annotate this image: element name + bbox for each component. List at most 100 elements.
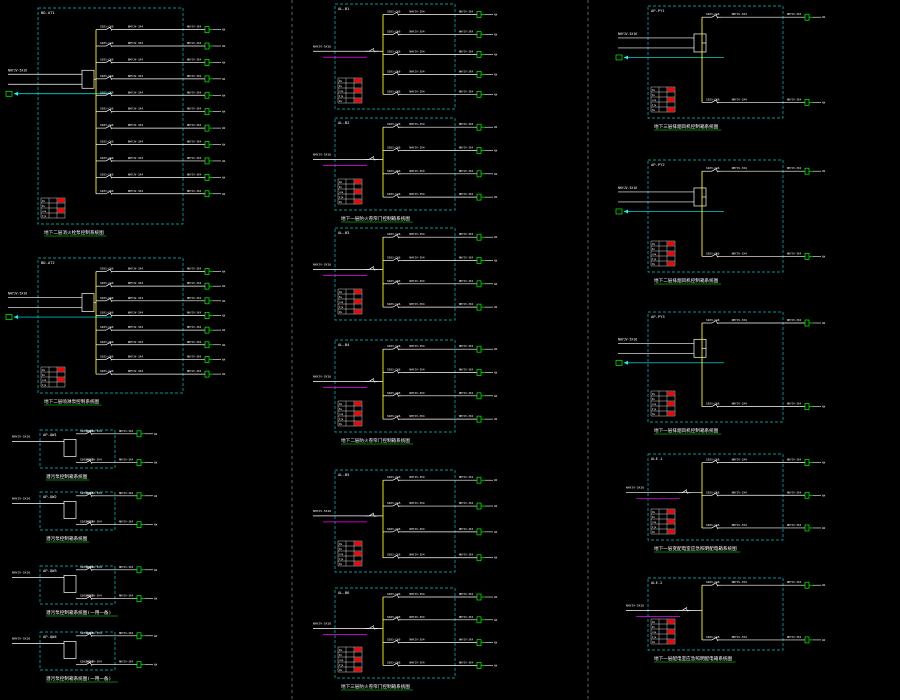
outgoing-cable-label: NHYJV-3X4 — [459, 89, 473, 93]
feeder-cable-label: NHYJV-3X4 — [128, 123, 143, 127]
load-table-highlight — [667, 241, 675, 246]
load-table-highlight — [354, 289, 362, 294]
panel-caption: 地下二层喷淋泵控制系统图 — [44, 398, 100, 405]
feeder-breaker — [396, 258, 400, 262]
panel-source-label: AP-PY3 — [651, 314, 665, 319]
feeder-cable-label: NHYJV-3X4 — [409, 302, 424, 306]
control-module — [63, 575, 77, 593]
outgoing-cable-label: NHYJV-3X4 — [187, 354, 201, 358]
feeder-breaker-label: S203-C16 — [100, 369, 114, 373]
feeder-breaker — [89, 633, 93, 637]
load-table-cell: Pe — [339, 201, 342, 204]
feeder-cable-label: NHYJV-3X4 — [732, 490, 747, 494]
outgoing-cable-label: NHYJV-3X4 — [787, 166, 801, 170]
feeder-breaker — [89, 522, 93, 526]
load-table-highlight — [354, 401, 362, 406]
load-table-highlight — [57, 208, 65, 213]
outgoing-cable-label: NHYJV-3X4 — [187, 310, 201, 314]
panel-caption: 地下二层防火卷帘门控制箱系统图 — [341, 437, 410, 444]
outgoing-cable-label: NHYJV-3X4 — [119, 520, 133, 524]
feeder-cable-label: NHYJV-3X4 — [409, 615, 424, 619]
breaker-contact — [105, 91, 112, 96]
feeder-cable-label: NHYJV-3X4 — [409, 344, 424, 348]
feeder-breaker-label: S203-C16 — [100, 340, 114, 344]
breaker-contact — [392, 303, 399, 308]
outgoing-cable-label: NHYJV-3X4 — [187, 296, 201, 300]
outgoing-cable-label: NHYJV-3X4 — [459, 169, 473, 173]
load-kw-label: kW — [494, 371, 498, 375]
breaker-contact — [392, 528, 399, 533]
panel-enclosure — [334, 469, 456, 573]
breaker-contact — [85, 521, 92, 525]
feeder-breaker-label: S203-C16 — [387, 29, 401, 33]
load-kw-label: kW — [154, 494, 158, 498]
breaker-contact — [85, 566, 92, 571]
load-kw-label: kW — [154, 461, 158, 465]
feeder-cable-label: NHYJV-3X4 — [409, 192, 424, 196]
load-kw-label: kW — [222, 175, 226, 179]
outgoing-cable-label: NHYJV-3X4 — [119, 660, 133, 664]
panel-enclosure — [39, 631, 116, 671]
feeder-cable-label: NHYJV-3X4 — [128, 57, 143, 61]
load-table-cell: Kx — [339, 548, 342, 551]
load-table-cell: cos — [42, 379, 47, 382]
outgoing-cable-label: NHYJV-3X4 — [459, 615, 473, 619]
panel-enclosure — [334, 587, 456, 679]
load-table-cell: cos — [652, 631, 657, 634]
load-table-highlight — [667, 619, 675, 624]
outgoing-cable-label: NHYJV-3X4 — [459, 368, 473, 372]
feeder-breaker — [396, 92, 400, 96]
feeder-breaker-label: S203-C16 — [80, 565, 94, 569]
feeder-cable-label: NHYJV-3X4 — [128, 172, 143, 176]
load-table-highlight — [354, 309, 362, 314]
load-table-highlight — [354, 421, 362, 426]
outgoing-cable-label: NHYJV-3X4 — [187, 74, 201, 78]
load-table-cell: Kx — [652, 516, 655, 519]
main-breaker — [372, 267, 376, 271]
outgoing-cable-label: NHYJV-3X4 — [459, 10, 473, 14]
outgoing-cable-label: NHYJV-3X4 — [459, 256, 473, 260]
feeder-cable-label: NHYJV-3X4 — [409, 368, 424, 372]
feeder-breaker — [396, 304, 400, 309]
feeder-breaker-label: S203-C16 — [387, 146, 401, 150]
outgoing-cable-label: NHYJV-3X4 — [459, 192, 473, 196]
fire-signal-terminal — [5, 314, 13, 320]
load-table-highlight — [354, 199, 362, 204]
feeder-cable-label: NHYJV-3X4 — [732, 12, 747, 16]
feeder-cable-label: NHYJV-3X4 — [409, 501, 424, 505]
signal-arrow — [624, 209, 628, 214]
feeder-breaker-label: S203-C16 — [100, 296, 114, 300]
feeder-breaker — [89, 431, 93, 435]
feeder-cable-label: NHYJV-3X4 — [87, 520, 102, 524]
outgoing-cable-label: NHYJV-3X4 — [119, 565, 133, 569]
load-table-highlight — [667, 411, 675, 416]
panel-enclosure — [334, 339, 456, 433]
outgoing-cable-label: NHYJV-3X4 — [787, 97, 801, 101]
breaker-contact — [711, 13, 718, 18]
feeder-cable-label: NHYJV-3X4 — [409, 169, 424, 173]
load-table-cell: Kx — [652, 248, 655, 251]
feeder-cable-label: NHYJV-3X4 — [128, 74, 143, 78]
load-kw-label: kW — [154, 597, 158, 601]
feeder-cable-label: NHYJV-3X4 — [409, 89, 424, 93]
panel-source-label: AP-QW3 — [43, 568, 57, 573]
feeder-breaker — [109, 27, 113, 31]
breaker-contact — [105, 59, 112, 63]
load-kw-label: kW — [494, 149, 498, 153]
feeder-breaker-label: S203-C16 — [100, 281, 114, 285]
feeder-cable-label: NHYJV-3X4 — [409, 232, 424, 236]
breaker-contact — [392, 502, 399, 507]
load-table-highlight — [354, 78, 362, 83]
feeder-breaker-label: S203-C16 — [80, 491, 94, 495]
load-kw-label: kW — [222, 93, 226, 97]
feeder-breaker — [715, 100, 719, 104]
load-table-cell: Pe — [652, 89, 655, 92]
outgoing-cable-label: NHYJV-3X4 — [787, 12, 801, 16]
incoming-cable-label: NHYJV-5X16 — [618, 32, 637, 36]
